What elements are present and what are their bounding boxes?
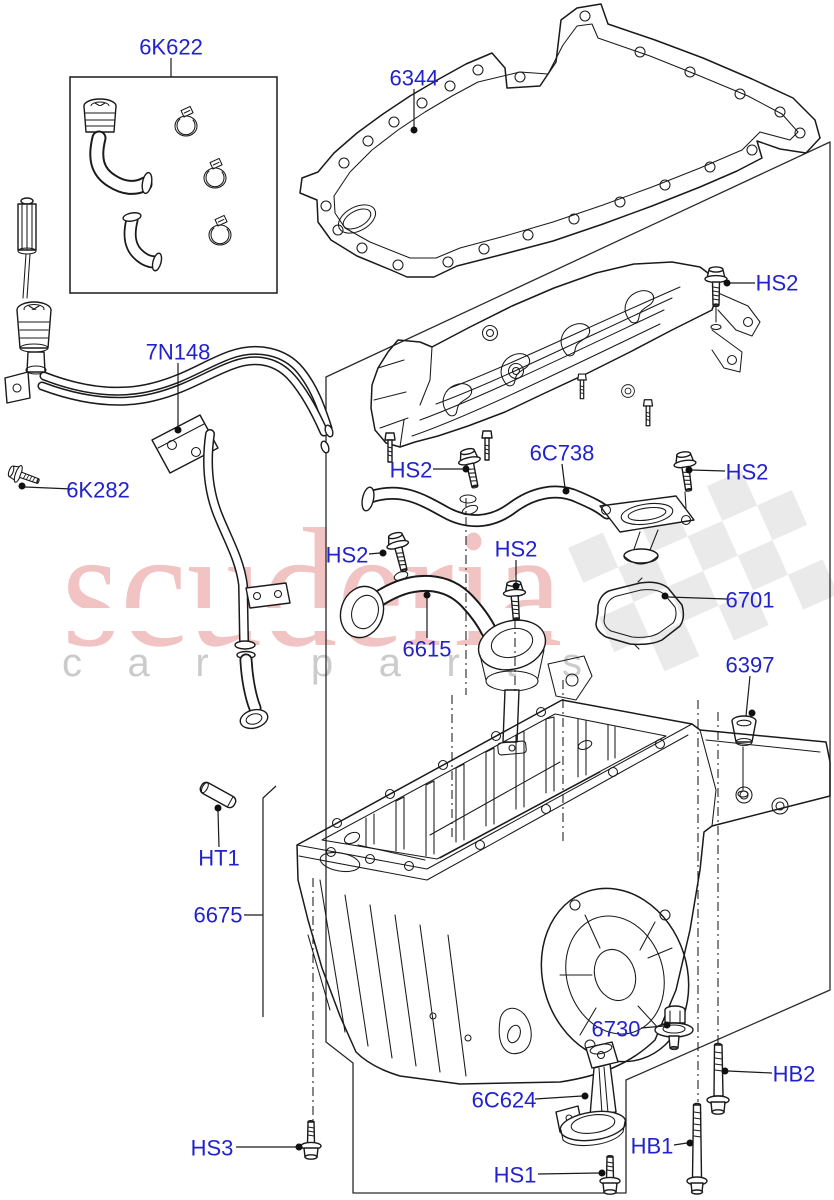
part-label-6397[interactable]: 6397 [726,653,775,678]
part-label-hs2-lower-left[interactable]: HS2 [326,543,369,568]
hose-clamp-icon [203,157,227,189]
oil-plug-drawing [731,715,757,798]
part-label-hb1[interactable]: HB1 [631,1134,674,1159]
part-label-hs2-center[interactable]: HS2 [495,537,538,562]
pickup-gasket-drawing [595,577,685,650]
ht1-dowel-icon [199,781,237,809]
alignment-centerlines [312,304,722,1120]
hose-clamp-icon [208,214,232,246]
assembly-boundary-outline [325,141,831,1194]
part-label-6615[interactable]: 6615 [403,637,452,662]
part-label-7n148[interactable]: 7N148 [146,340,211,365]
checkered-flag-watermark [568,470,834,672]
part-label-hs2-mid-left[interactable]: HS2 [390,458,433,483]
part-label-6k282[interactable]: 6K282 [66,478,130,503]
part-label-hs2-mid-right[interactable]: HS2 [726,460,769,485]
hose-kit-box [69,76,278,294]
part-label-6730[interactable]: 6730 [592,1017,641,1042]
part-label-hs3[interactable]: HS3 [191,1136,234,1161]
oil-inlet-tube-drawing [339,574,593,756]
hs3-bolt-icon [300,1119,322,1160]
callout-leaders [18,58,773,1177]
hose-clamp-icon [174,105,198,137]
part-label-hs1[interactable]: HS1 [494,1163,537,1188]
part-label-6701[interactable]: 6701 [726,588,775,613]
part-label-6675[interactable]: 6675 [194,903,243,928]
part-label-6k622[interactable]: 6K622 [139,35,203,60]
filler-hose-drawing [83,98,153,195]
part-label-6c738[interactable]: 6C738 [530,441,595,466]
oil-pan-drawing [296,699,831,1085]
hb1-bolt-icon [686,1102,708,1195]
drain-plug-icon [654,1005,694,1051]
part-label-6344[interactable]: 6344 [390,66,439,91]
part-label-hs2-top-right[interactable]: HS2 [756,271,799,296]
hb2-bolt-icon [706,1042,730,1115]
oil-level-sensor-drawing [555,1041,627,1147]
oil-pan-gasket-drawing [299,3,821,278]
oil-tubes-drawing [4,197,334,730]
windage-tray-drawing [370,261,761,463]
part-label-ht1[interactable]: HT1 [198,846,240,871]
oil-pickup-tube-drawing [361,485,695,565]
breather-hose-drawing [122,212,163,272]
part-label-hb2[interactable]: HB2 [773,1062,816,1087]
watermark-cut-stripe [40,608,630,631]
part-label-6c624[interactable]: 6C624 [472,1088,537,1113]
